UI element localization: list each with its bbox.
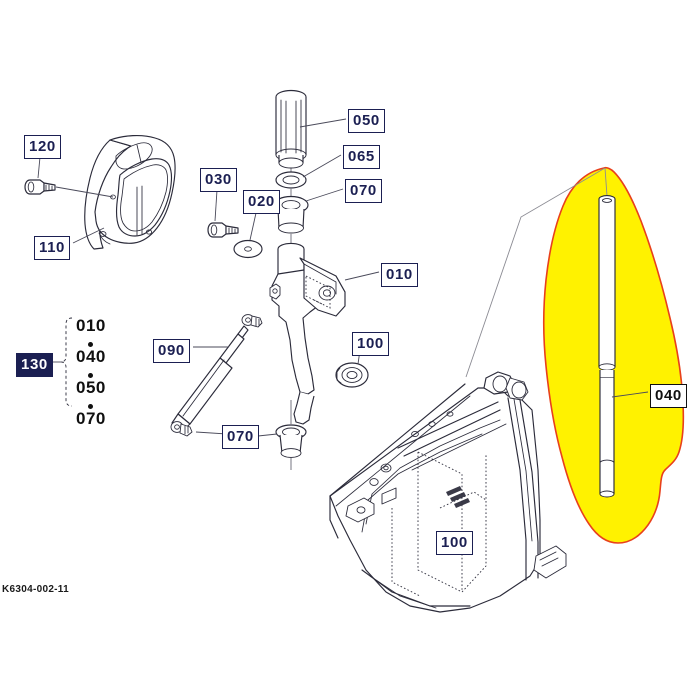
part-070-bushing-upper: [273, 188, 344, 246]
part-050-grip: [275, 89, 347, 183]
part-100-bushing-upper: [335, 349, 369, 388]
group-130-item-010: 010: [76, 316, 106, 335]
callout-050[interactable]: 050: [348, 109, 385, 133]
part-110-cover: [84, 134, 176, 250]
part-120-bolt: [24, 156, 114, 198]
callout-010[interactable]: 010: [381, 263, 418, 287]
callout-110[interactable]: 110: [34, 236, 70, 260]
part-020-washer: [233, 212, 263, 259]
callout-020[interactable]: 020: [243, 190, 280, 214]
callout-090[interactable]: 090: [153, 339, 190, 363]
group-130-item-040: 040: [76, 347, 106, 366]
part-065-oring: [275, 154, 342, 201]
callout-100-lower[interactable]: 100: [436, 531, 473, 555]
part-030-bolt: [207, 189, 239, 238]
callout-065[interactable]: 065: [343, 145, 380, 169]
callout-120[interactable]: 120: [24, 135, 61, 159]
drawing-number: K6304-002-11: [2, 584, 69, 595]
part-040-rod: [598, 195, 649, 498]
highlight-leader: [465, 167, 608, 378]
callout-100-upper[interactable]: 100: [352, 332, 389, 356]
callout-070-lower[interactable]: 070: [222, 425, 259, 449]
leader-110: [72, 227, 105, 244]
part-010-lever-assembly: [269, 242, 380, 425]
group-130-item-050: 050: [76, 378, 106, 397]
group-130-sep-1: [88, 342, 93, 347]
group-130-item-070: 070: [76, 409, 106, 428]
callout-030[interactable]: 030: [200, 168, 237, 192]
group-130-sep-3: [88, 404, 93, 409]
callout-040[interactable]: 040: [650, 384, 687, 408]
machine-frame-assembly: [329, 371, 567, 613]
callout-130[interactable]: 130: [16, 353, 53, 377]
part-090-gas-strut: [170, 314, 263, 437]
group-130-sep-2: [88, 373, 93, 378]
part-070-bushing-lower: [257, 400, 307, 470]
callout-070-upper[interactable]: 070: [345, 179, 382, 203]
